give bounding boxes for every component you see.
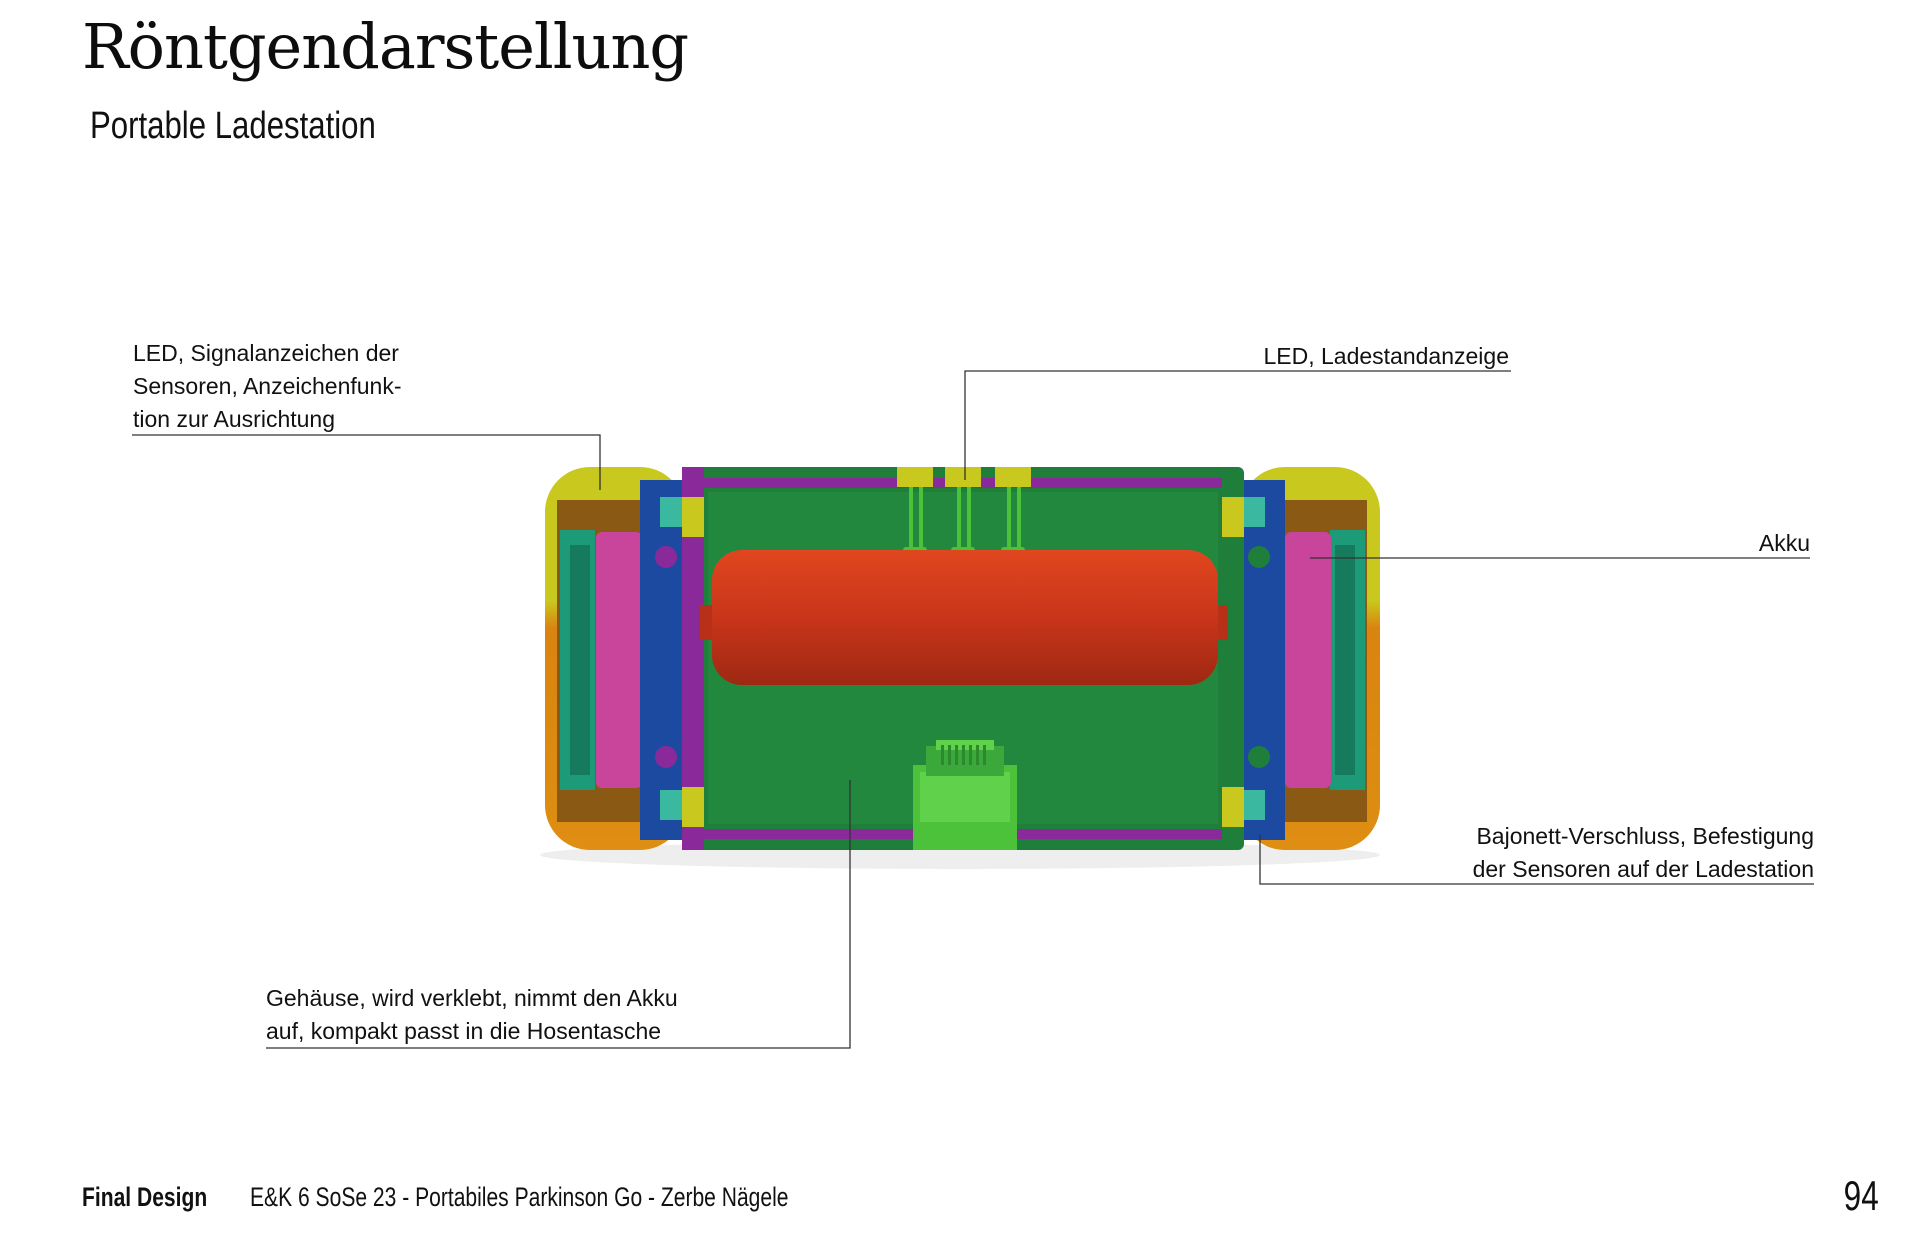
- callout-led-signal: LED, Signalanzeichen der Sensoren, Anzei…: [133, 340, 402, 432]
- page-subtitle: Portable Ladestation: [90, 105, 376, 147]
- battery: [700, 550, 1228, 685]
- footer-section: Final Design: [82, 1182, 208, 1212]
- callout-bayonet: Bajonett-Verschluss, Befestigung der Sen…: [1472, 823, 1814, 882]
- page-number: 94: [1843, 1172, 1879, 1219]
- leader-housing: [266, 780, 851, 1049]
- footer-info: E&K 6 SoSe 23 - Portabiles Parkinson Go …: [250, 1182, 789, 1212]
- callout-lines: [132, 370, 1814, 1049]
- right-cap: [1240, 467, 1380, 850]
- leader-led-signal: [132, 434, 601, 490]
- callout-battery: Akku: [1758, 530, 1810, 556]
- callout-housing: Gehäuse, wird verklebt, nimmt den Akku a…: [266, 985, 678, 1044]
- callout-led-charge: LED, Ladestandanzeige: [1263, 343, 1509, 369]
- page-title: Röntgendarstellung: [82, 10, 689, 83]
- leader-bayonet: [1259, 835, 1814, 885]
- usb-port: [913, 740, 1017, 850]
- left-cap: [545, 467, 685, 850]
- leader-led-charge: [964, 370, 1511, 480]
